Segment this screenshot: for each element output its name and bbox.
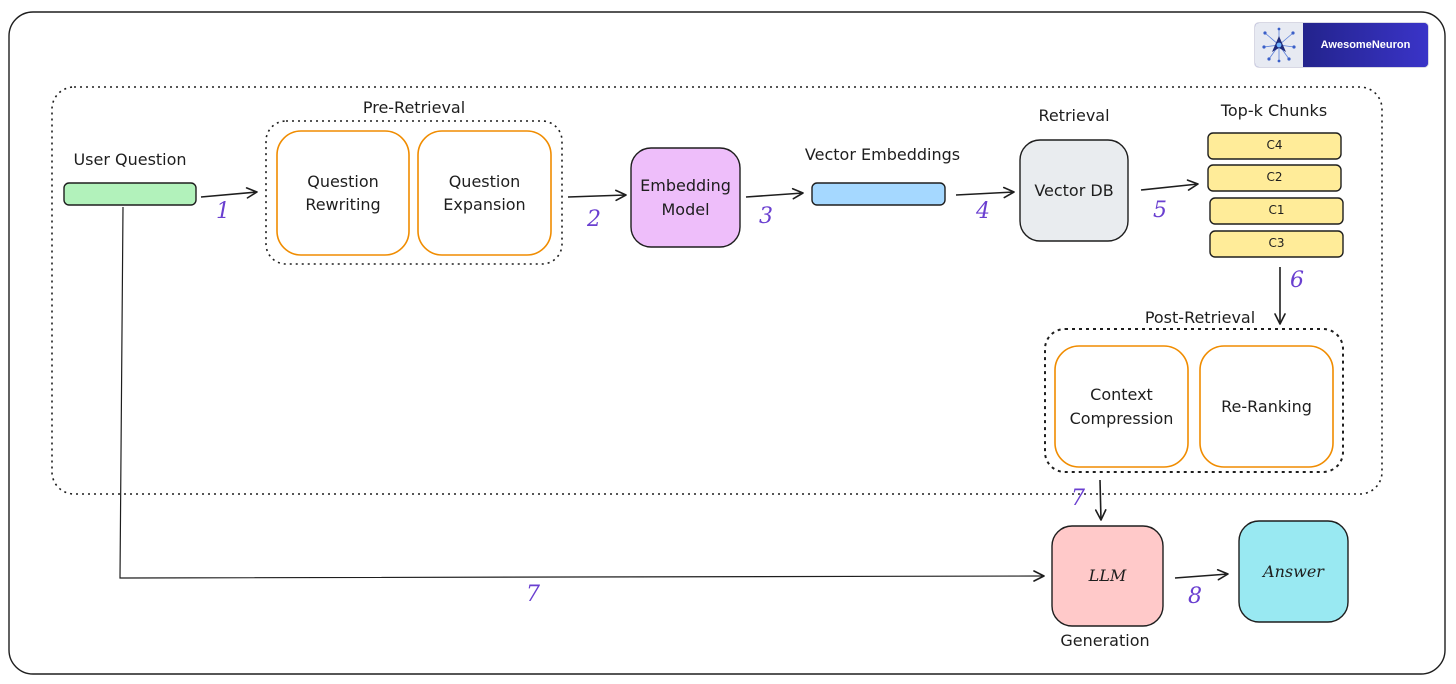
vector-db-box <box>1019 139 1129 242</box>
arrow-post-retrieval-to-llm <box>1094 479 1107 521</box>
arrow-question-to-llm <box>119 206 1045 582</box>
re-ranking-box <box>1199 345 1334 468</box>
answer-box <box>1238 520 1349 623</box>
arrow-vectors-to-vector-db <box>955 186 1015 199</box>
llm-box <box>1051 525 1164 627</box>
chunk-box-c1 <box>1209 197 1344 225</box>
pipeline-group-border <box>51 86 1383 495</box>
embedding-model-box <box>630 147 741 248</box>
neuron-network-icon <box>1255 23 1303 67</box>
outer-frame <box>8 11 1446 675</box>
brand-badge: AwesomeNeuron <box>1255 23 1428 67</box>
chunk-box-c4 <box>1207 132 1342 160</box>
arrow-pre-retrieval-to-embedding <box>567 189 627 202</box>
brand-name: AwesomeNeuron <box>1303 23 1428 67</box>
arrow-llm-to-answer <box>1174 568 1229 581</box>
post-retrieval-group-border <box>1044 328 1344 473</box>
question-expansion-box <box>417 130 552 256</box>
vector-embeddings-bar <box>811 182 946 206</box>
arrow-embedding-to-vectors <box>745 187 804 200</box>
arrow-vector-db-to-chunks <box>1140 179 1199 191</box>
pre-retrieval-group-border <box>265 120 563 265</box>
user-question-bar <box>63 182 197 206</box>
chunk-box-c2 <box>1207 164 1342 192</box>
arrow-question-to-pre-retrieval <box>200 187 258 199</box>
context-compression-box <box>1054 345 1189 468</box>
question-rewriting-box <box>276 130 410 256</box>
chunk-box-c3 <box>1209 230 1344 258</box>
